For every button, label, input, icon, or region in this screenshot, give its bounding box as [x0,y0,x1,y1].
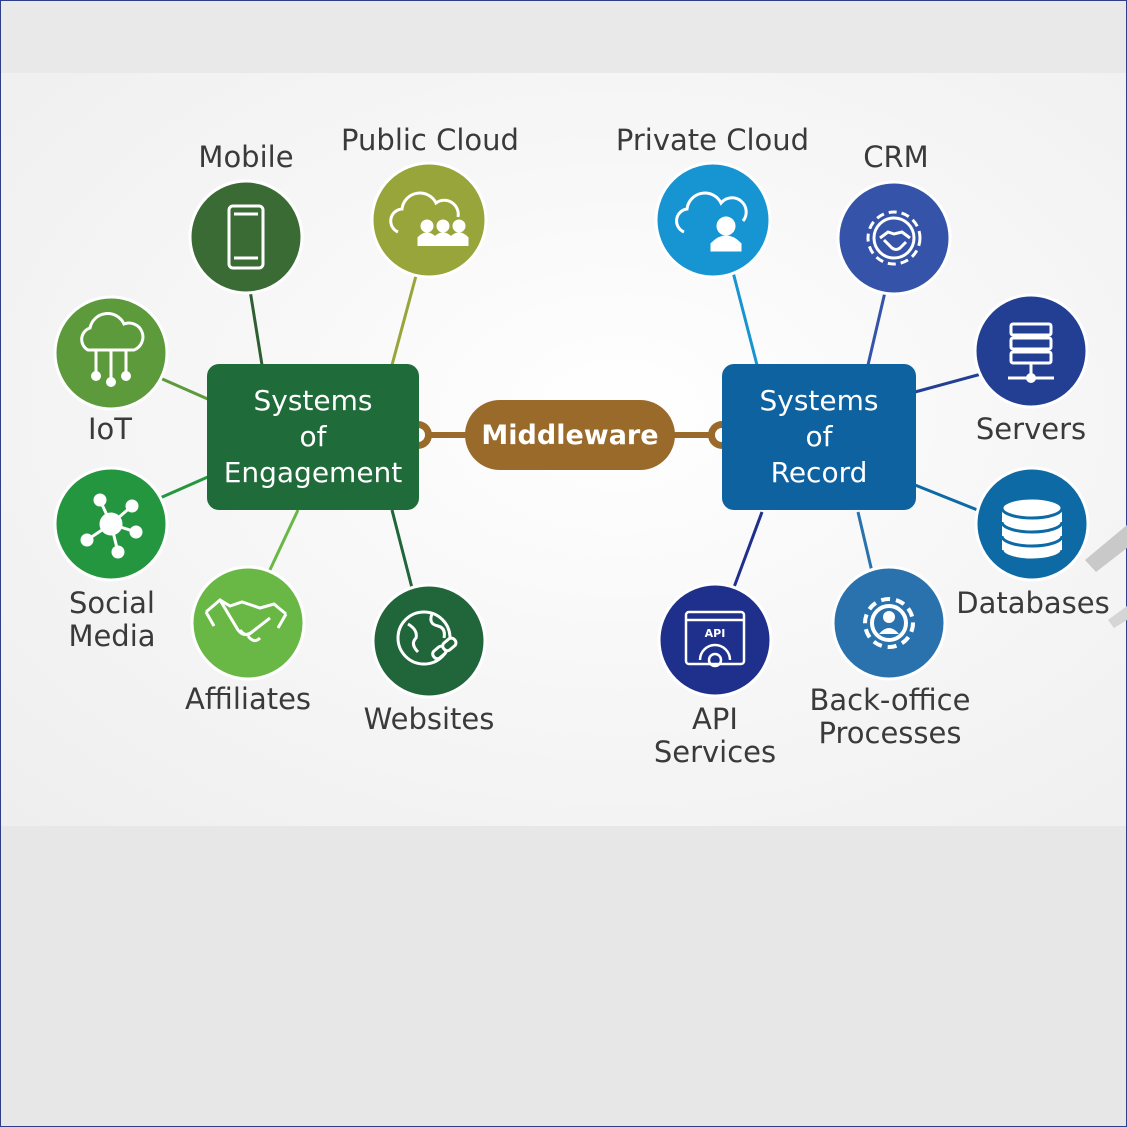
crm-node [836,180,952,296]
connector-databases [914,483,986,515]
label-affiliates: Affiliates [184,682,312,716]
systems-of-engagement-hub: Systems of Engagement [207,364,419,510]
connector-api-services [731,511,764,591]
api-services-node: API [657,582,773,698]
globe-link-icon [396,610,458,666]
label-iot: IoT [87,412,132,446]
mobile-node [188,179,304,295]
connector-social-media [159,474,211,500]
middleware-pill: Middleware [465,400,675,470]
label-social-media: Social Media [68,586,156,653]
social-media-node [53,466,169,582]
smartphone-icon [227,204,265,270]
systems-of-record-label: Systems of Record [759,384,879,489]
label-mobile: Mobile [198,140,294,174]
gear-person-icon [863,597,915,649]
label-back-office: Back-office Processes [809,683,971,750]
systems-of-record-hub: Systems of Record [722,364,916,510]
label-api-services: API Services [653,702,777,769]
label-crm: CRM [863,140,929,174]
label-servers: Servers [975,412,1087,446]
back-office-node [831,565,947,681]
middleware-label: Middleware [481,419,659,451]
connector-public-cloud [390,271,419,366]
iot-node [53,295,169,411]
connector-crm [866,291,887,366]
connector-private-cloud [731,271,759,366]
cloud-users-icon [389,191,469,246]
label-public-cloud: Public Cloud [341,123,519,157]
database-icon [1000,496,1064,562]
connector-iot [159,376,211,402]
connector-websites [390,509,414,589]
server-icon [1008,322,1054,383]
websites-node [371,583,487,699]
connector-back-office [856,511,875,577]
connector-affiliates [266,509,300,575]
api-window-icon: API [684,610,746,668]
label-private-cloud: Private Cloud [615,123,810,157]
gear-handshake-icon [866,210,922,266]
systems-of-engagement-label: Systems of Engagement [223,384,403,489]
cloud-user-icon [675,191,748,252]
public-cloud-node [370,161,488,279]
databases-node [974,466,1090,582]
network-share-icon [80,493,143,559]
handshake-icon [204,598,288,643]
servers-node [973,293,1089,409]
private-cloud-node [654,161,772,279]
cloud-network-icon [80,312,145,387]
pen-decoration [1085,525,1127,628]
label-databases: Databases [956,586,1110,620]
label-websites: Websites [363,702,495,736]
connector-servers [914,371,986,394]
top-band [1,1,1126,73]
connector-mobile [248,289,264,366]
api-badge: API [705,627,726,640]
affiliates-node [190,565,306,681]
